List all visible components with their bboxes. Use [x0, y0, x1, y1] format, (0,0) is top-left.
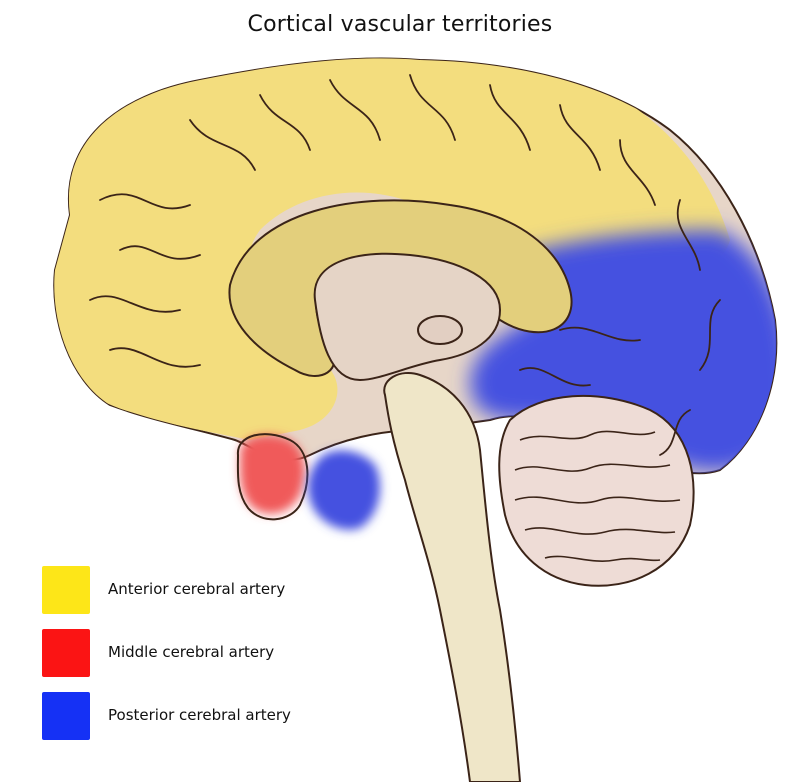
legend-item-anterior: Anterior cerebral artery — [42, 566, 402, 614]
middle-territory — [240, 435, 305, 514]
massa-intermedia — [418, 316, 462, 344]
legend-label-posterior: Posterior cerebral artery — [108, 706, 291, 724]
legend-item-middle: Middle cerebral artery — [42, 629, 402, 677]
legend-label-middle: Middle cerebral artery — [108, 643, 274, 661]
legend-swatch-middle — [42, 629, 90, 677]
brainstem — [384, 373, 520, 782]
posterior-temporal-patch — [308, 450, 380, 529]
legend-label-anterior: Anterior cerebral artery — [108, 580, 285, 598]
figure-title: Cortical vascular territories — [0, 12, 800, 37]
cerebellum — [499, 396, 693, 586]
legend-swatch-anterior — [42, 566, 90, 614]
legend-swatch-posterior — [42, 692, 90, 740]
legend-item-posterior: Posterior cerebral artery — [42, 692, 402, 740]
